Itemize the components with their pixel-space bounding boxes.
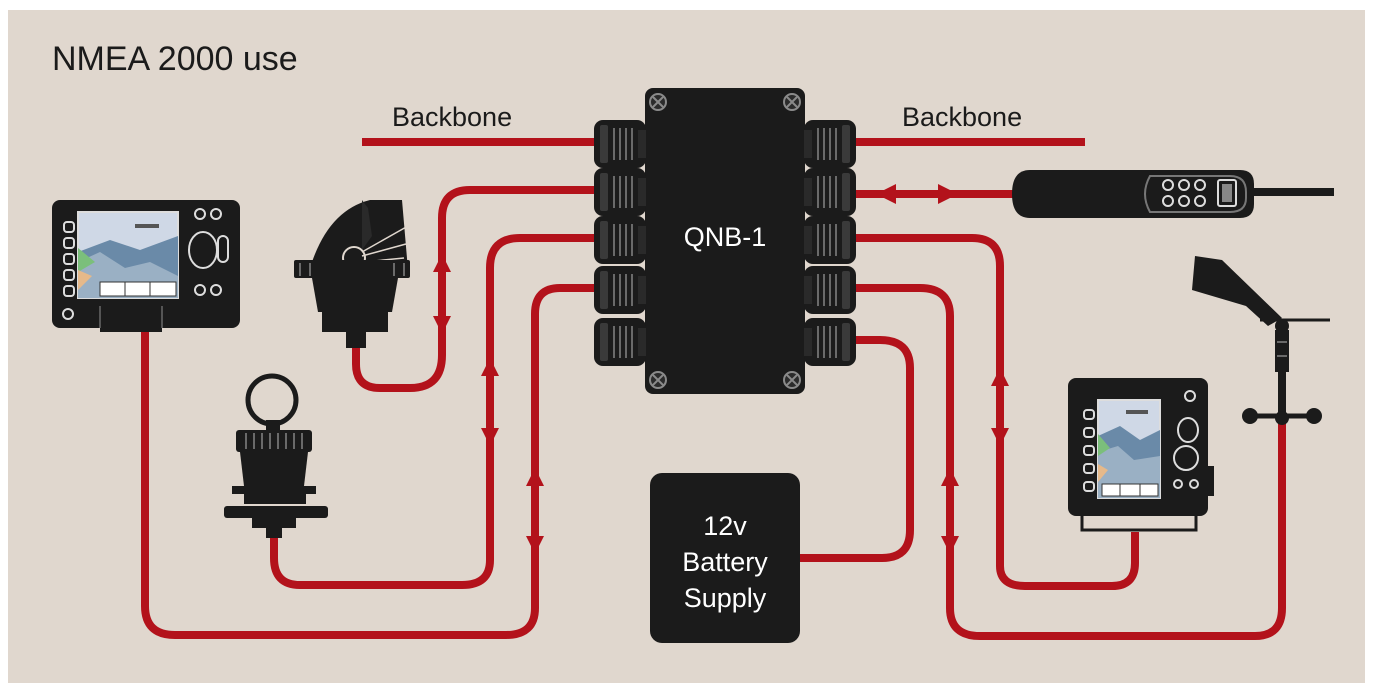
battery-line-1: 12v: [703, 511, 747, 541]
transducer-cable: [352, 186, 598, 392]
arrow-up-transducer-1: [433, 254, 451, 272]
arrow-up-sensor-1: [481, 358, 499, 376]
backbone-right-label: Backbone: [902, 102, 1023, 132]
chartplotter-right-cable: [850, 234, 1139, 590]
arrow-down-vane-2: [941, 536, 959, 554]
arrow-down-plotter-2: [526, 536, 544, 554]
arrow-right-remote: [938, 184, 958, 204]
battery-cable: [798, 336, 914, 562]
sensor-icon: [224, 373, 328, 538]
backbone-left-label: Backbone: [392, 102, 513, 132]
chartplotter-icon: [52, 200, 240, 332]
chartplotter-left-cable: [141, 284, 598, 639]
sensor-cable: [270, 234, 598, 589]
wind-vane-cable: [850, 284, 1286, 640]
arrow-down-plotter-right-2: [991, 428, 1009, 446]
battery-label: 12v Battery Supply: [650, 508, 800, 616]
transducer-icon: [294, 200, 410, 348]
qnb-hub-icon: [593, 88, 857, 394]
arrow-down-transducer-2: [433, 316, 451, 334]
arrow-up-vane-1: [941, 468, 959, 486]
signal-arrows: [433, 184, 1009, 554]
battery-box: [650, 473, 800, 643]
arrow-down-sensor-2: [481, 428, 499, 446]
arrow-left-remote: [876, 184, 896, 204]
diagram-title: NMEA 2000 use: [52, 40, 298, 78]
arrow-up-plotter-right-1: [991, 368, 1009, 386]
battery-line-3: Supply: [683, 583, 767, 613]
hub-label: QNB-1: [683, 222, 767, 252]
chartplotter-right-icon: [1068, 378, 1214, 532]
arrow-up-plotter-1: [526, 468, 544, 486]
wind-vane-icon: [1192, 256, 1330, 425]
remote-icon: [1012, 170, 1334, 218]
battery-line-2: Battery: [682, 547, 768, 577]
